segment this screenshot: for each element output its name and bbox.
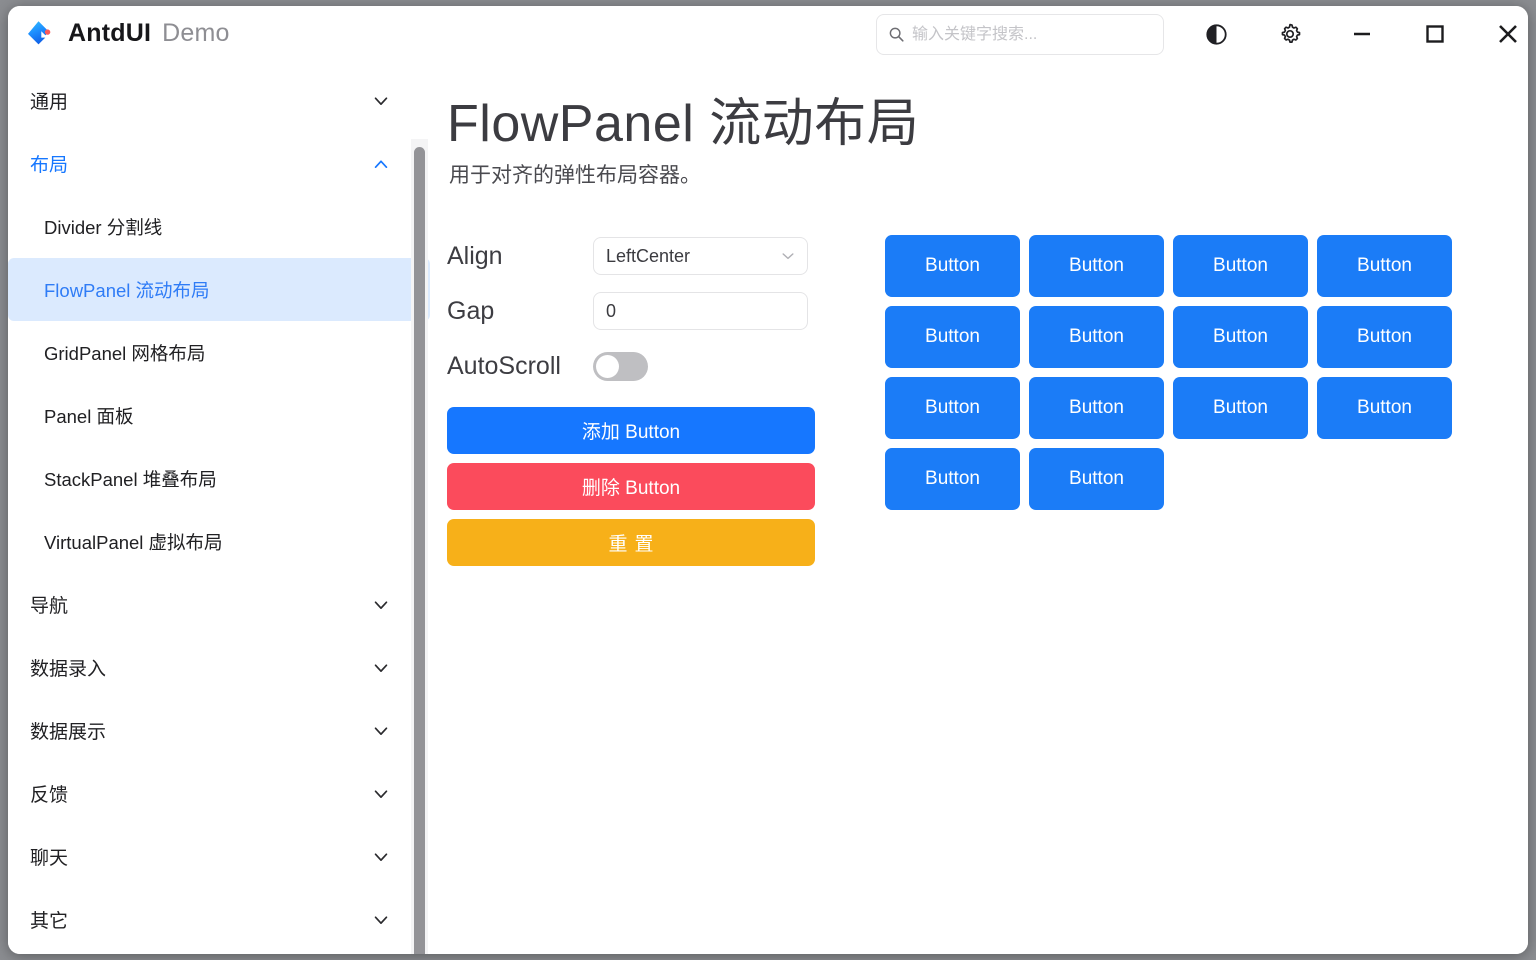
maximize-icon: [1426, 25, 1444, 43]
chevron-down-icon: [374, 915, 388, 924]
gear-icon: [1281, 23, 1301, 43]
search-icon: [889, 27, 904, 42]
page-title: FlowPanel 流动布局: [447, 95, 920, 153]
chevron-down-icon: [374, 789, 388, 798]
page-description: 用于对齐的弹性布局容器。: [449, 164, 701, 187]
title-bar: AntdUI Demo: [8, 6, 1528, 61]
sidebar-group-chat[interactable]: 聊天: [8, 825, 410, 888]
maximize-button[interactable]: [1414, 14, 1456, 54]
sidebar-group-label: 数据展示: [30, 722, 107, 743]
sidebar-group-label: 聊天: [30, 848, 69, 869]
main-content: FlowPanel 流动布局 用于对齐的弹性布局容器。 Align LeftCe…: [430, 69, 1528, 954]
flow-button[interactable]: Button: [885, 306, 1020, 368]
sidebar-item-label: FlowPanel 流动布局: [44, 279, 210, 301]
flow-button[interactable]: Button: [885, 377, 1020, 439]
align-label: Align: [447, 242, 503, 270]
sidebar-item-label: Panel 面板: [44, 405, 134, 427]
sidebar-item-stackpanel[interactable]: StackPanel 堆叠布局: [8, 447, 410, 510]
chevron-up-icon: [374, 159, 388, 168]
brand: AntdUI Demo: [22, 17, 230, 51]
sidebar-scrollbar-thumb[interactable]: [414, 147, 425, 954]
sidebar-item-divider[interactable]: Divider 分割线: [8, 195, 410, 258]
sidebar-group-navigation[interactable]: 导航: [8, 573, 410, 636]
sidebar-item-virtualpanel[interactable]: VirtualPanel 虚拟布局: [8, 510, 410, 573]
application-window: AntdUI Demo: [8, 6, 1528, 954]
align-value: LeftCenter: [606, 245, 691, 266]
delete-button-action[interactable]: 删除 Button: [447, 463, 815, 510]
align-row: Align LeftCenter: [447, 229, 819, 284]
demo-controls: Align LeftCenter Gap 0 AutoScroll: [447, 229, 819, 394]
toggle-knob: [596, 355, 619, 378]
gap-label: Gap: [447, 297, 495, 325]
chevron-down-icon: [374, 600, 388, 609]
sidebar-group-layout[interactable]: 布局: [8, 132, 410, 195]
flow-button[interactable]: Button: [1173, 377, 1308, 439]
reset-button-action[interactable]: 重置: [447, 519, 815, 566]
sidebar-group-data-display[interactable]: 数据展示: [8, 699, 410, 762]
flow-button[interactable]: Button: [1173, 306, 1308, 368]
sidebar-group-feedback[interactable]: 反馈: [8, 762, 410, 825]
sidebar-group-data-entry[interactable]: 数据录入: [8, 636, 410, 699]
flow-button[interactable]: Button: [1317, 377, 1452, 439]
gap-value: 0: [606, 300, 617, 321]
sidebar-item-label: Divider 分割线: [44, 216, 163, 238]
gap-row: Gap 0: [447, 284, 819, 339]
align-select[interactable]: LeftCenter: [593, 237, 808, 275]
sidebar-group-label: 导航: [30, 596, 69, 617]
sidebar-group-label: 其它: [30, 911, 69, 932]
autoscroll-row: AutoScroll: [447, 339, 819, 394]
sidebar-item-label: VirtualPanel 虚拟布局: [44, 531, 223, 553]
flow-button[interactable]: Button: [1029, 306, 1164, 368]
chevron-down-icon: [374, 852, 388, 861]
flow-button[interactable]: Button: [1029, 235, 1164, 297]
minimize-button[interactable]: [1341, 14, 1383, 54]
close-button[interactable]: [1487, 14, 1528, 54]
flow-panel-preview: Button Button Button Button Button Butto…: [885, 235, 1465, 535]
brand-title: AntdUI: [68, 19, 152, 47]
sidebar-group-label: 布局: [30, 155, 69, 176]
search-input[interactable]: [912, 15, 1147, 54]
add-button-action[interactable]: 添加 Button: [447, 407, 815, 454]
flow-button[interactable]: Button: [885, 235, 1020, 297]
gap-input[interactable]: 0: [593, 292, 808, 330]
sidebar-item-flowpanel[interactable]: FlowPanel 流动布局: [8, 258, 430, 321]
sidebar-menu: 通用 布局 Divider 分割线 FlowPanel 流动布局 GridPan…: [8, 69, 430, 951]
antdui-logo-icon: [28, 20, 51, 44]
flow-button[interactable]: Button: [1317, 235, 1452, 297]
sidebar-group-label: 反馈: [30, 785, 69, 806]
close-icon: [1499, 25, 1517, 43]
flow-button[interactable]: Button: [1029, 448, 1164, 510]
chevron-down-icon: [374, 96, 388, 105]
sidebar-item-panel[interactable]: Panel 面板: [8, 384, 410, 447]
settings-button[interactable]: [1269, 14, 1311, 54]
flow-button[interactable]: Button: [1173, 235, 1308, 297]
flow-button[interactable]: Button: [1317, 306, 1452, 368]
autoscroll-toggle[interactable]: [593, 352, 648, 381]
brand-subtitle: Demo: [162, 19, 230, 47]
theme-contrast-icon: [1205, 23, 1227, 45]
sidebar-group-label: 数据录入: [30, 659, 107, 680]
chevron-down-icon: [782, 253, 794, 260]
minimize-icon: [1354, 32, 1370, 36]
flow-button[interactable]: Button: [885, 448, 1020, 510]
chevron-down-icon: [374, 726, 388, 735]
search-box[interactable]: [876, 14, 1164, 55]
chevron-down-icon: [374, 663, 388, 672]
autoscroll-label: AutoScroll: [447, 352, 561, 380]
sidebar-group-other[interactable]: 其它: [8, 888, 410, 951]
sidebar-group-label: 通用: [30, 92, 69, 113]
sidebar: 通用 布局 Divider 分割线 FlowPanel 流动布局 GridPan…: [8, 69, 430, 954]
flow-button[interactable]: Button: [1029, 377, 1164, 439]
theme-toggle-button[interactable]: [1195, 14, 1237, 54]
sidebar-item-label: GridPanel 网格布局: [44, 342, 206, 364]
sidebar-item-label: StackPanel 堆叠布局: [44, 468, 217, 490]
sidebar-item-gridpanel[interactable]: GridPanel 网格布局: [8, 321, 410, 384]
sidebar-group-general[interactable]: 通用: [8, 69, 410, 132]
